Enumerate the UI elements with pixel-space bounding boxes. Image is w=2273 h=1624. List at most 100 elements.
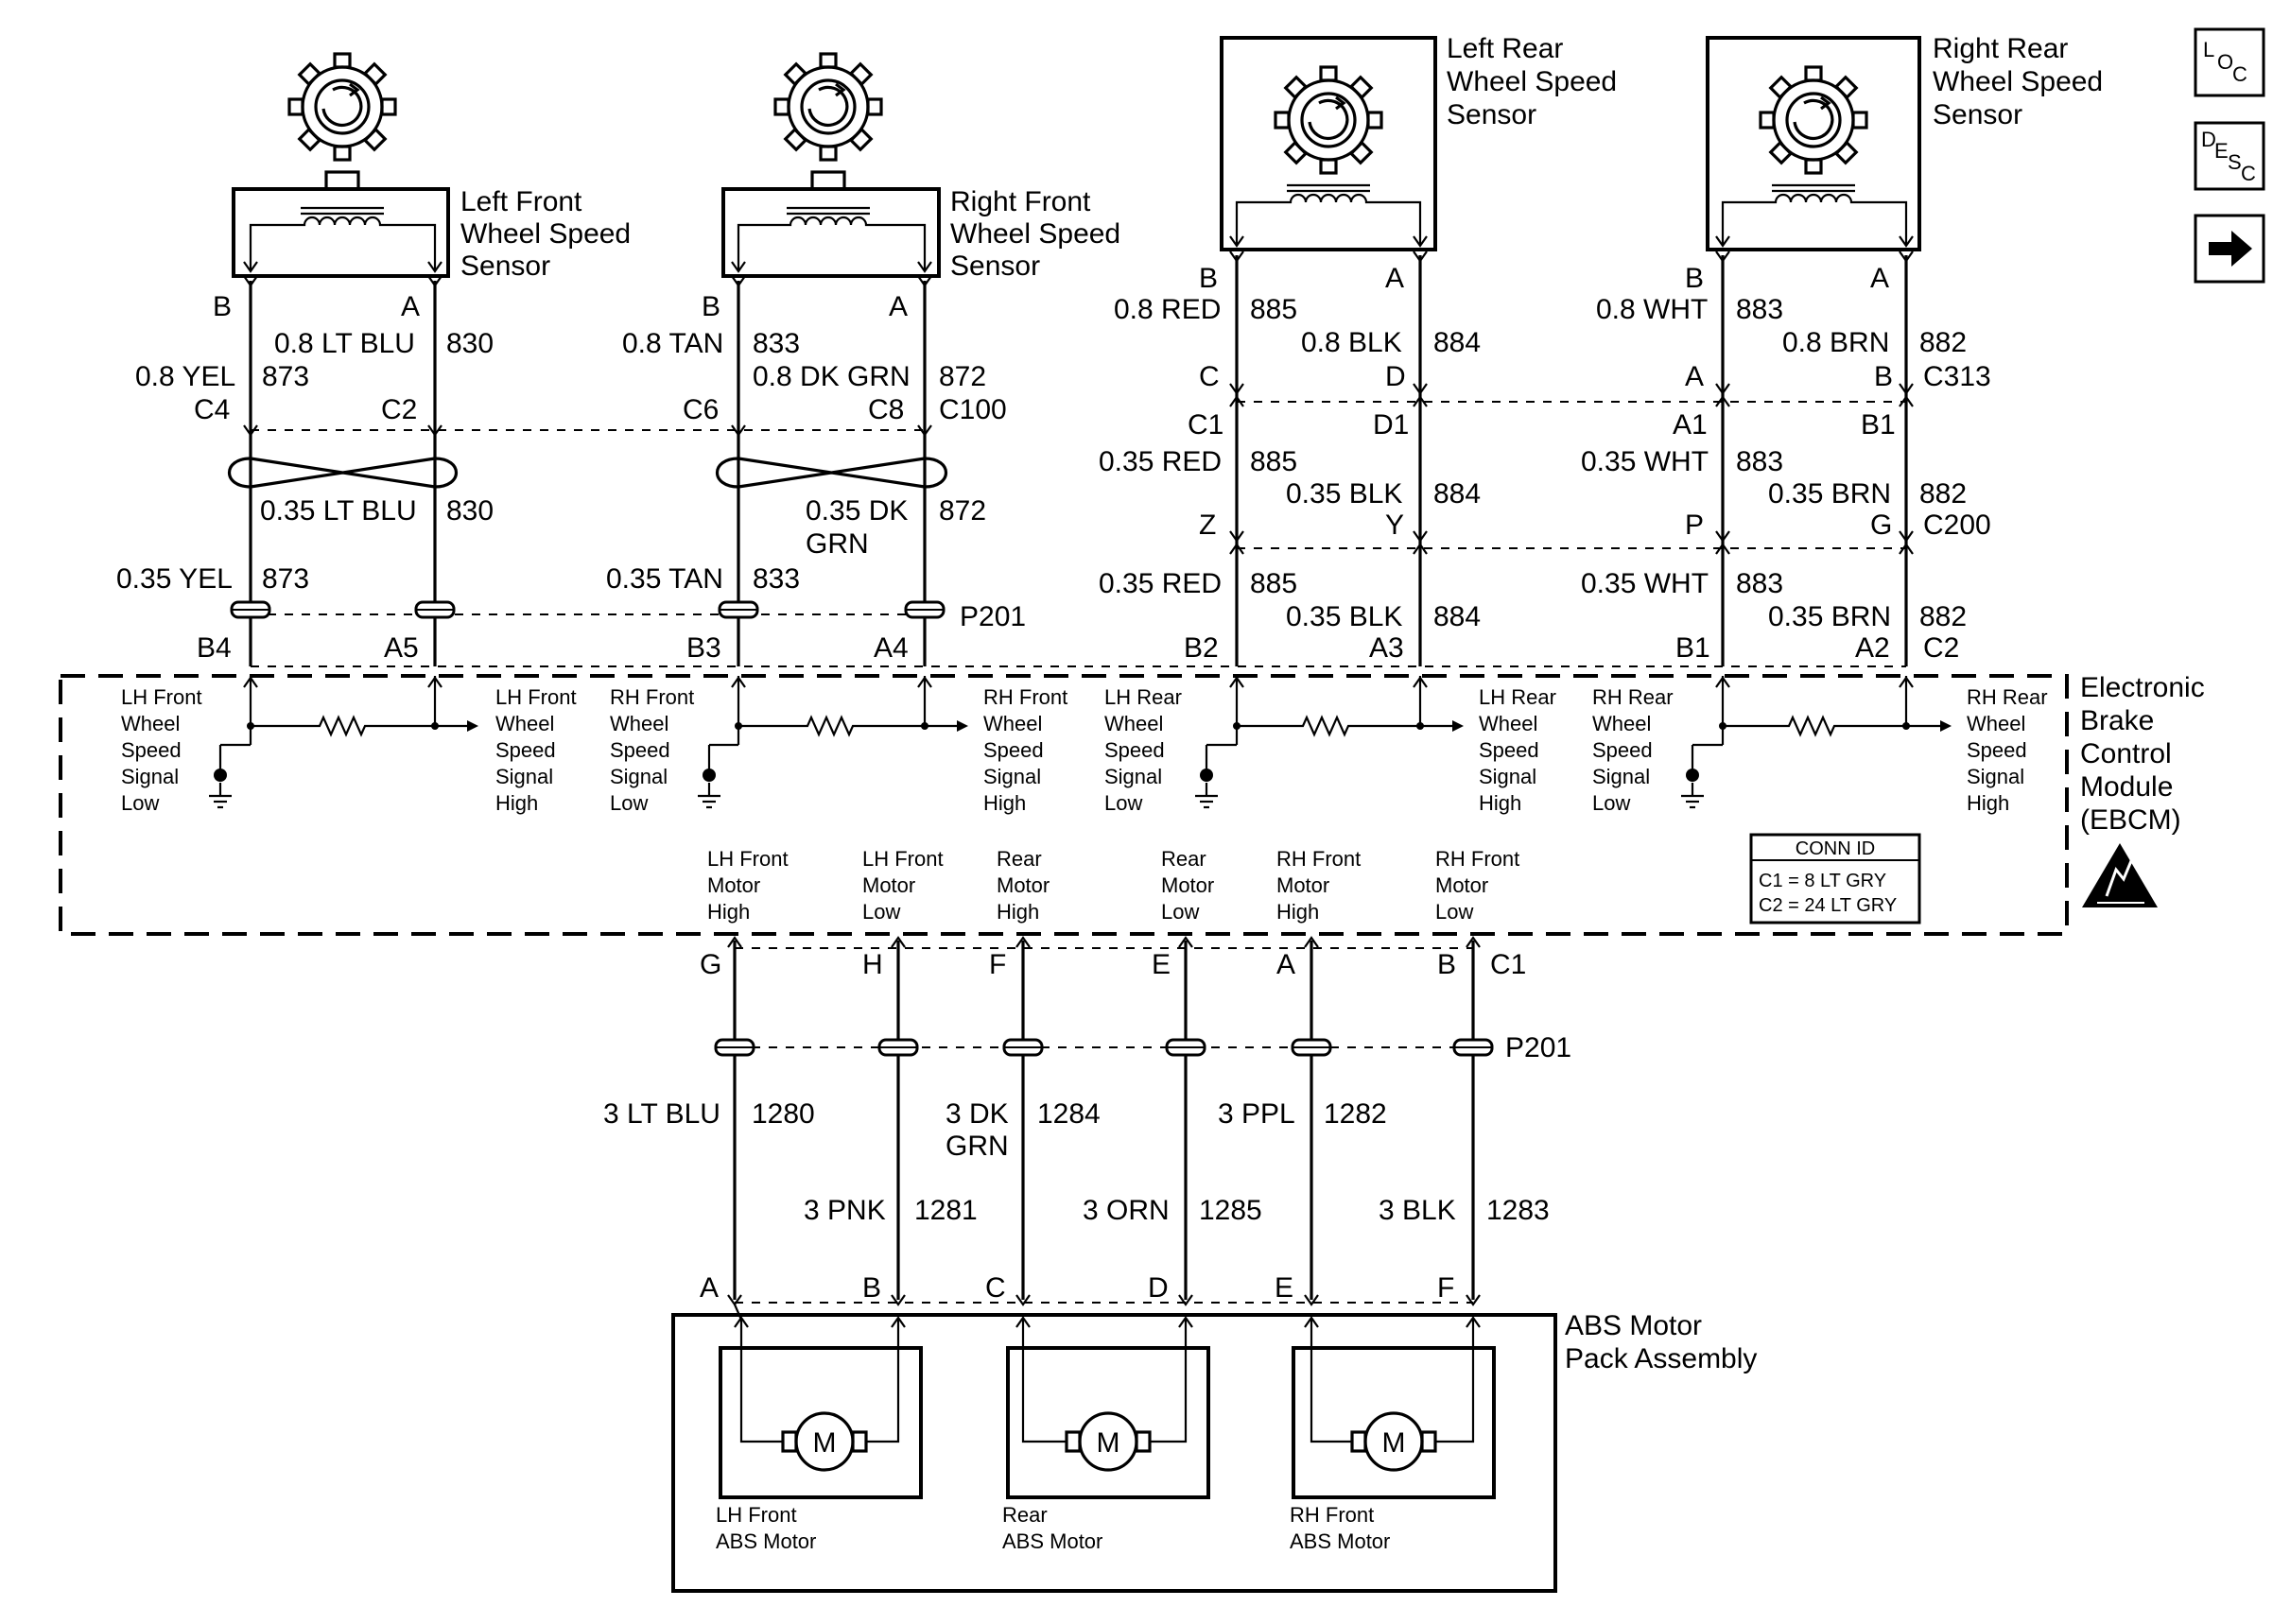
desc-letter: E (2214, 139, 2229, 163)
pin-label: C8 (868, 394, 904, 425)
connector-name: P201 (960, 601, 1026, 632)
svg-text:Rear: Rear (1161, 847, 1206, 871)
motor-pack-title-line2: Pack Assembly (1565, 1343, 1757, 1374)
signal-rear-motor-high: Rear Motor High (997, 847, 1050, 924)
wire-circuit-label: 833 (753, 563, 800, 595)
pin-label: Y (1385, 510, 1404, 541)
sensor-label-line2: Wheel Speed (950, 218, 1120, 250)
next-button[interactable] (2194, 214, 2265, 284)
conn-id-box: CONN ID C1 = 8 LT GRY C2 = 24 LT GRY (1749, 833, 1921, 924)
connector-c100[interactable]: C4 C2 C6 C8 C100 (194, 394, 1007, 437)
wire-color-label: 3 PPL (1218, 1098, 1295, 1130)
wire-color-label: 3 PNK (804, 1195, 886, 1226)
svg-text:High: High (1276, 900, 1319, 924)
wire-circuit-label: 885 (1250, 568, 1297, 599)
wire-circuit-label: 882 (1919, 327, 1967, 358)
svg-text:Speed: Speed (495, 738, 556, 762)
sensor-label-line1: Right Rear (1933, 33, 2068, 64)
connector-p201-top[interactable]: P201 (230, 600, 1026, 632)
svg-text:High: High (983, 791, 1026, 815)
wire-color-label: 0.8 TAN (622, 328, 723, 359)
coil-icon (1755, 183, 1872, 204)
connector-c313[interactable]: C D A B C313 (1199, 361, 1991, 408)
motor-label-line2: ABS Motor (1290, 1529, 1390, 1553)
right-front-wheel-speed-sensor[interactable]: Right Front Wheel Speed Sensor (721, 30, 1120, 282)
svg-text:Low: Low (1592, 791, 1630, 815)
pin-label: B (702, 291, 720, 322)
coil-icon (1270, 183, 1387, 204)
signal-rear-motor-low: Rear Motor Low (1161, 847, 1214, 924)
wire-circuit-label: 884 (1433, 478, 1481, 510)
svg-text:Wheel: Wheel (983, 712, 1042, 735)
loc-button[interactable]: L O C (2194, 27, 2265, 97)
connector-c200[interactable]: C1 D1 A1 B1 Z Y P G C200 (1188, 409, 1991, 556)
rear-abs-motor[interactable]: M Rear ABS Motor (1002, 1316, 1210, 1553)
loc-letter: O (2217, 50, 2233, 74)
wire-circuit-label: 882 (1919, 601, 1967, 632)
wire-color-label: 0.35 BRN (1768, 478, 1891, 510)
right-rear-wheel-speed-sensor[interactable]: Right Rear Wheel Speed Sensor (1706, 33, 2103, 251)
motor-symbol: M (1382, 1427, 1406, 1459)
svg-text:Signal: Signal (1592, 765, 1650, 788)
pin-label: Z (1199, 510, 1216, 541)
sensor-label-line2: Wheel Speed (1447, 66, 1617, 97)
sensor-label-line1: Right Front (950, 186, 1091, 217)
svg-text:LH Front: LH Front (862, 847, 944, 871)
wire-circuit-label: 1282 (1324, 1098, 1387, 1130)
ebcm-module[interactable]: Electronic Brake Control Module (EBCM) (59, 672, 2205, 936)
wire-circuit-label: 1283 (1486, 1195, 1550, 1226)
esd-warning-icon (2082, 843, 2158, 907)
svg-text:Speed: Speed (610, 738, 670, 762)
desc-letter: D (2201, 128, 2216, 151)
svg-text:Speed: Speed (1104, 738, 1165, 762)
wire-color-label: 0.35 RED (1099, 446, 1222, 477)
wire-color-label: 0.35 BRN (1768, 601, 1891, 632)
ebcm-internal-circuits (207, 676, 1952, 809)
wire-color-label: 0.8 BRN (1782, 327, 1889, 358)
svg-text:Motor: Motor (1276, 873, 1329, 897)
abs-motor-pack-assembly[interactable]: ABS Motor Pack Assembly (671, 1310, 1757, 1593)
loc-letter: C (2232, 62, 2247, 86)
rh-front-abs-motor[interactable]: M RH Front ABS Motor (1290, 1316, 1496, 1553)
svg-text:Signal: Signal (121, 765, 179, 788)
lh-front-abs-motor[interactable]: M LH Front ABS Motor (716, 1304, 923, 1553)
pin-label: A (401, 291, 420, 322)
sensor-label-line3: Sensor (1447, 99, 1536, 130)
pin-label: E (1152, 949, 1171, 980)
coil-icon (770, 206, 887, 227)
connector-ebcm-c1[interactable]: G H F E A B C1 (700, 947, 1526, 980)
twisted-pair-rf (715, 457, 948, 489)
ground-icon (207, 781, 234, 809)
connector-p201-bottom[interactable]: P201 (714, 1032, 1571, 1063)
wire-circuit-label: 1280 (752, 1098, 815, 1130)
wire-circuit-label: 883 (1736, 294, 1783, 325)
wire-color-label: 0.35 YEL (116, 563, 233, 595)
twisted-pair-lf (227, 457, 459, 489)
svg-text:Motor: Motor (1161, 873, 1214, 897)
connector-ebcm-c2[interactable]: B4 A5 B3 A4 B2 A3 B1 A2 C2 (197, 632, 1959, 667)
signal-rh-rear-high: RH Rear Wheel Speed Signal High (1967, 685, 2048, 815)
svg-text:High: High (1967, 791, 2009, 815)
wire-circuit-label: 885 (1250, 294, 1297, 325)
motor-label-line1: RH Front (1290, 1503, 1374, 1527)
svg-text:LH Rear: LH Rear (1104, 685, 1182, 709)
desc-button[interactable]: D E S C (2194, 121, 2265, 191)
sensor-label-line3: Sensor (950, 251, 1040, 282)
sensor-label-line2: Wheel Speed (460, 218, 631, 250)
pin-label: F (989, 949, 1006, 980)
wire-color-label: 3 LT BLU (603, 1098, 720, 1130)
ebcm-signal-labels: LH Front Wheel Speed Signal Low LH Front… (121, 685, 2048, 815)
connector-name: P201 (1505, 1032, 1571, 1063)
ebcm-title: Electronic Brake Control Module (EBCM) (2080, 672, 2205, 836)
pin-label: A (889, 291, 908, 322)
left-front-wheel-speed-sensor[interactable]: Left Front Wheel Speed Sensor (232, 30, 631, 282)
resistor-icon (790, 716, 870, 736)
pin-label: E (1275, 1272, 1293, 1304)
wire-color-label: 0.8 WHT (1596, 294, 1708, 325)
connector-motor-pack[interactable]: A B C D E F (700, 1272, 1482, 1306)
signal-rh-front-motor-high: RH Front Motor High (1276, 847, 1361, 924)
left-rear-wheel-speed-sensor[interactable]: Left Rear Wheel Speed Sensor (1220, 33, 1617, 251)
pin-label: B1 (1675, 632, 1710, 664)
pin-label: C2 (381, 394, 417, 425)
svg-text:Motor: Motor (862, 873, 915, 897)
